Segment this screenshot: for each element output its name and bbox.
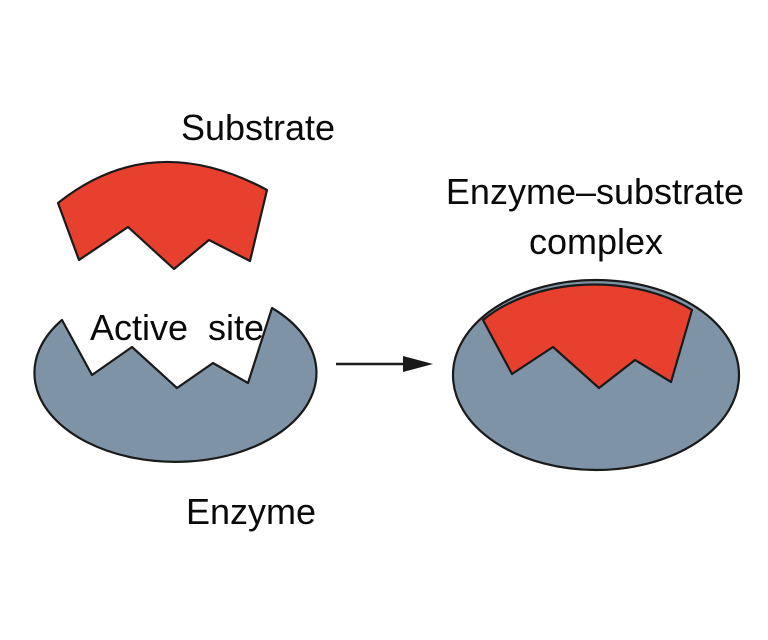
substrate-label: Substrate [181,107,335,148]
reaction-arrow-icon [336,356,433,372]
complex-substrate-shape [481,283,694,390]
substrate-shape [56,160,269,271]
arrow-head [403,356,433,372]
enzyme-shape [33,306,318,463]
complex-label: Enzyme–substrate complex [446,171,744,262]
enzyme-label: Enzyme [186,491,316,532]
complex-label-line1: Enzyme–substrate [446,171,744,212]
active-site-label: Active site [90,307,264,348]
complex-label-line2: complex [529,221,663,262]
